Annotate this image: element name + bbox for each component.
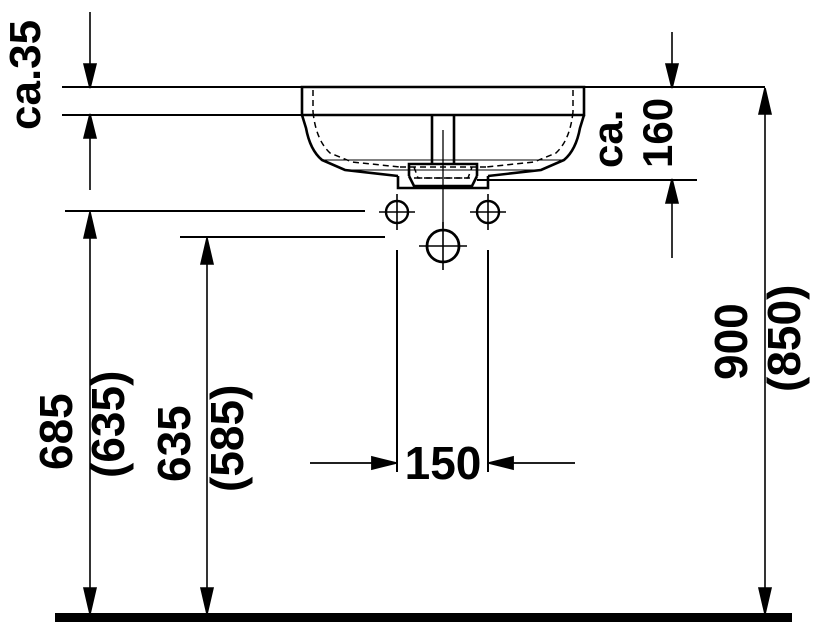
- dimension-635-arrow: [199, 237, 215, 615]
- dimension-ca160-arrows: [664, 32, 680, 258]
- dimension-150-arrows: [310, 455, 575, 471]
- dimension-label-ca160-value: 160: [634, 98, 681, 168]
- dimension-label-635: 635: [148, 405, 200, 482]
- dimension-label-685-alt: (635): [82, 371, 134, 478]
- dimension-label-635-alt: (585): [201, 385, 253, 492]
- dimension-label-150: 150: [405, 437, 482, 489]
- tap-hole-right-crosshair: [470, 194, 506, 230]
- supply-connection-center-crosshair: [419, 222, 467, 270]
- dimension-label-685: 685: [30, 393, 82, 470]
- floor-reference-line: [55, 613, 792, 622]
- dimension-150-extension-lines: [396, 250, 489, 472]
- dimension-685-arrow: [82, 211, 98, 615]
- dimension-900-arrow: [757, 87, 773, 615]
- dimension-label-ca160-prefix: ca.: [584, 110, 631, 168]
- tap-hole-left-crosshair: [379, 194, 415, 230]
- dimension-label-900: 900: [705, 303, 757, 380]
- dimension-label-900-alt: (850): [758, 285, 810, 392]
- dimension-ca35-arrows: [82, 12, 98, 190]
- basin-hidden-contours: [312, 90, 574, 179]
- dimension-label-ca35: ca.35: [1, 20, 50, 130]
